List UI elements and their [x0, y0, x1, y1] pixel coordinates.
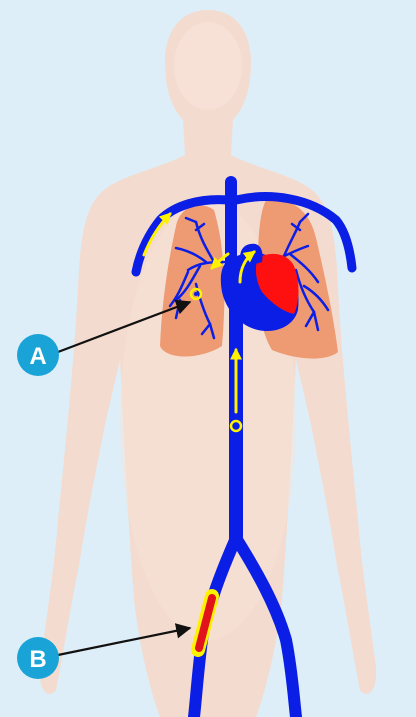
marker-a: A — [17, 334, 59, 376]
marker-a-label: A — [29, 343, 46, 370]
marker-b-label: B — [29, 646, 46, 673]
marker-b: B — [17, 637, 59, 679]
